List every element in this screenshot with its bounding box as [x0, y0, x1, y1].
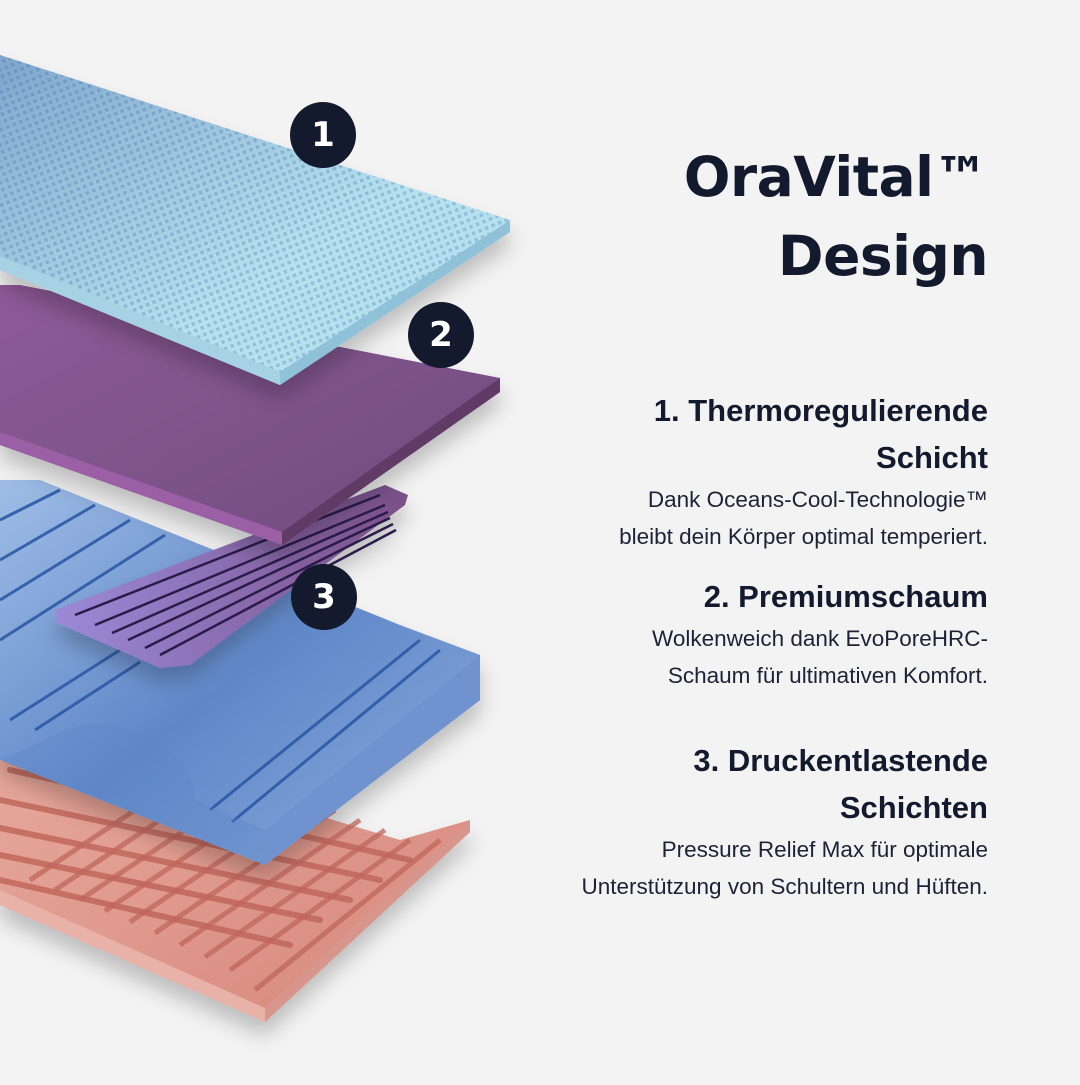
badge-number: 2	[429, 315, 453, 355]
title-line-2: Design	[777, 224, 989, 288]
feature-description-line: Schaum für ultimativen Komfort.	[667, 663, 988, 688]
feature-description-line: Pressure Relief Max für optimale	[661, 837, 988, 862]
feature-description: Dank Oceans-Cool-Technologie™ bleibt dei…	[619, 481, 988, 555]
feature-heading: 1. Thermoregulierende Schicht	[619, 387, 988, 481]
feature-heading-line: Schicht	[876, 440, 988, 475]
feature-description-line: bleibt dein Körper optimal temperiert.	[619, 524, 988, 549]
feature-description: Wolkenweich dank EvoPoreHRC- Schaum für …	[652, 620, 988, 694]
layer-badge-2: 2	[408, 302, 474, 368]
feature-thermoregulating-layer: 1. Thermoregulierende Schicht Dank Ocean…	[619, 387, 988, 555]
layer-badge-1: 1	[290, 102, 356, 168]
feature-heading-line: 2. Premiumschaum	[703, 579, 988, 614]
page-title: OraVital™ Design	[683, 138, 989, 296]
title-line-1: OraVital™	[683, 145, 989, 209]
layer-premium-foam	[0, 285, 500, 545]
feature-description: Pressure Relief Max für optimale Unterst…	[582, 831, 989, 905]
feature-premium-foam: 2. Premiumschaum Wolkenweich dank EvoPor…	[652, 573, 988, 694]
feature-heading: 3. Druckentlastende Schichten	[582, 737, 988, 831]
badge-number: 3	[312, 577, 336, 617]
feature-description-line: Wolkenweich dank EvoPoreHRC-	[652, 626, 988, 651]
feature-pressure-relief-layers: 3. Druckentlastende Schichten Pressure R…	[582, 737, 989, 905]
layer-badge-3: 3	[291, 564, 357, 630]
feature-description-line: Dank Oceans-Cool-Technologie™	[647, 487, 988, 512]
feature-heading-line: 3. Druckentlastende	[693, 743, 988, 778]
mattress-layers-illustration	[0, 55, 510, 1022]
badge-number: 1	[311, 115, 335, 155]
feature-heading: 2. Premiumschaum	[652, 573, 988, 620]
feature-description-line: Unterstützung von Schultern und Hüften.	[581, 874, 989, 899]
feature-heading-line: Schichten	[839, 790, 988, 825]
layer-cool-grid	[0, 55, 510, 385]
layer-insert-lilac	[55, 485, 408, 668]
layer-support-blue	[0, 480, 480, 865]
feature-heading-line: 1. Thermoregulierende	[653, 393, 988, 428]
